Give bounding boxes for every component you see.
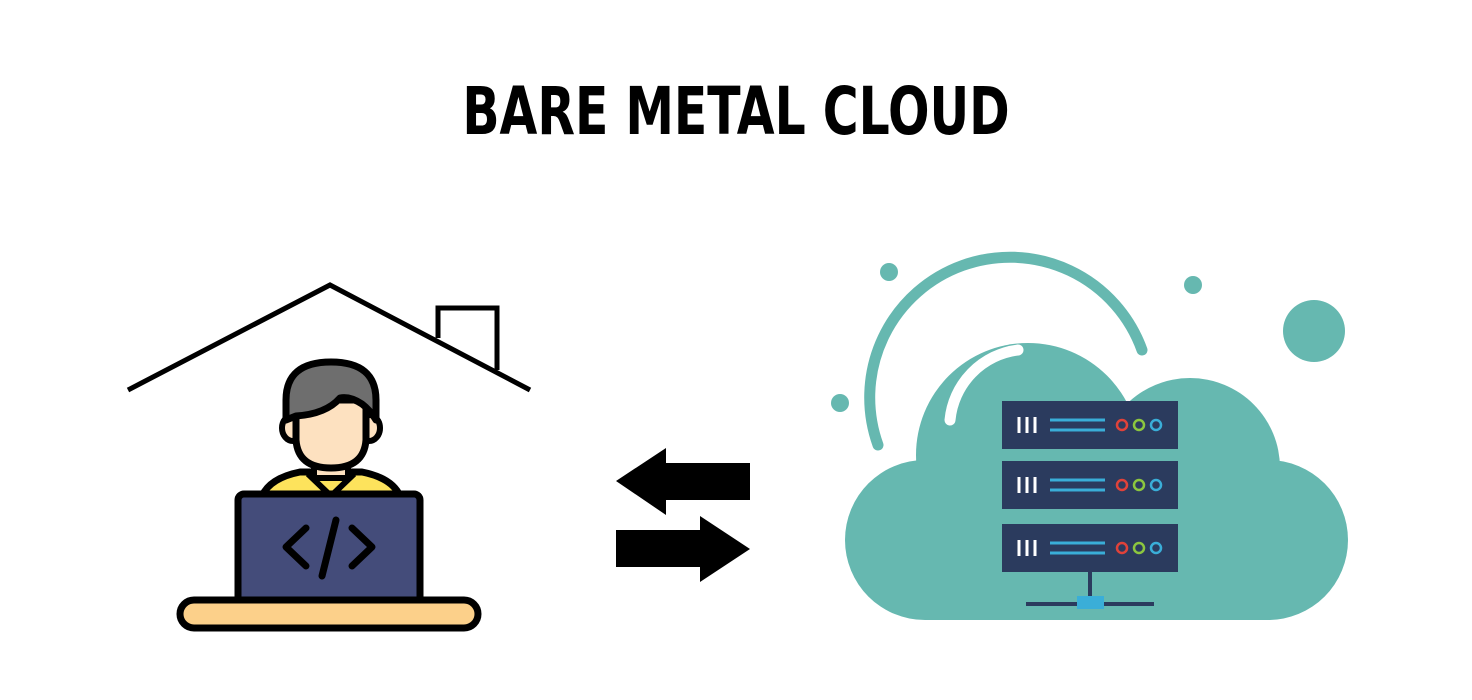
house-chimney-icon bbox=[435, 305, 500, 370]
person-face-icon bbox=[292, 396, 370, 472]
arrow-right-icon bbox=[616, 516, 750, 582]
decor-dot-icon bbox=[880, 263, 898, 281]
decor-dot-icon bbox=[1184, 276, 1202, 294]
cloud-highlight-icon bbox=[944, 344, 1024, 426]
network-connector-icon bbox=[1026, 572, 1154, 609]
developer-at-home-icon bbox=[126, 282, 532, 632]
house-roof-icon bbox=[126, 282, 532, 393]
arrow-left-icon bbox=[616, 448, 750, 515]
decor-dot-icon bbox=[1283, 300, 1345, 362]
bidirectional-arrows-icon bbox=[616, 448, 750, 582]
server-unit-icon bbox=[1002, 401, 1178, 449]
server-unit-icon bbox=[1002, 461, 1178, 509]
code-brackets-icon bbox=[282, 516, 376, 580]
decor-dot-icon bbox=[831, 394, 849, 412]
desk-icon bbox=[176, 596, 482, 632]
server-unit-icon bbox=[1002, 524, 1178, 572]
person-shirt-icon bbox=[258, 468, 404, 500]
cloud-server-icon bbox=[831, 251, 1348, 620]
diagram-title: BARE METAL CLOUD bbox=[462, 73, 1010, 150]
cloud-arc-icon bbox=[864, 251, 1148, 451]
person-hair-icon bbox=[282, 358, 380, 424]
